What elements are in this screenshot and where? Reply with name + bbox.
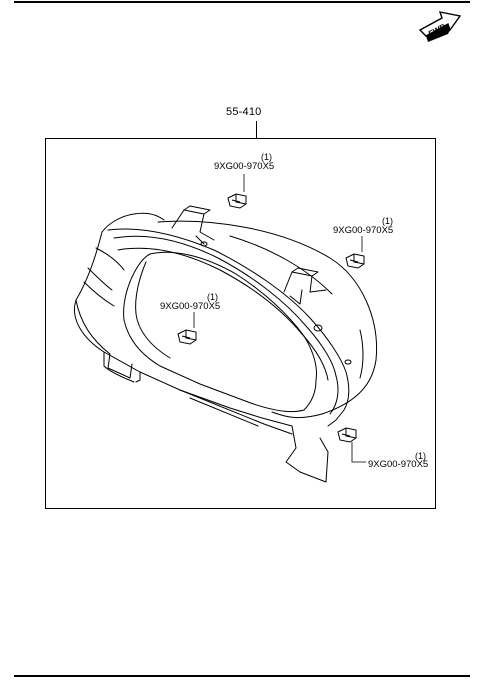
clip-4 [337, 427, 357, 443]
clip-2-part-number: 9XG00-970X5 [333, 225, 394, 236]
fwd-arrow-icon: FWD [418, 11, 462, 42]
lens-opening [123, 251, 317, 413]
clip-3-qty: (1) [207, 292, 218, 302]
assembly-leader-line [256, 121, 257, 139]
outer-bezel [74, 231, 329, 483]
clip-4-part-number: 9XG00-970X5 [368, 459, 429, 470]
bottom-rule [14, 675, 470, 677]
clip-3-part-number: 9XG00-970X5 [160, 301, 221, 312]
top-rule [14, 1, 470, 3]
clip-4-qty: (1) [415, 451, 426, 461]
clip-1-qty: (1) [261, 152, 272, 162]
assembly-part-number: 55-410 [226, 106, 262, 118]
clip-1-part-number: 9XG00-970X5 [214, 161, 275, 172]
rear-housing [157, 220, 378, 415]
clip-2-qty: (1) [382, 216, 393, 226]
clip-1 [227, 193, 247, 209]
right-bracket [283, 271, 327, 293]
clip-2 [345, 253, 365, 269]
top-bracket [171, 209, 215, 241]
clip-3 [177, 329, 197, 345]
leader-clip-4 [351, 442, 366, 463]
diagram-frame [45, 138, 436, 509]
